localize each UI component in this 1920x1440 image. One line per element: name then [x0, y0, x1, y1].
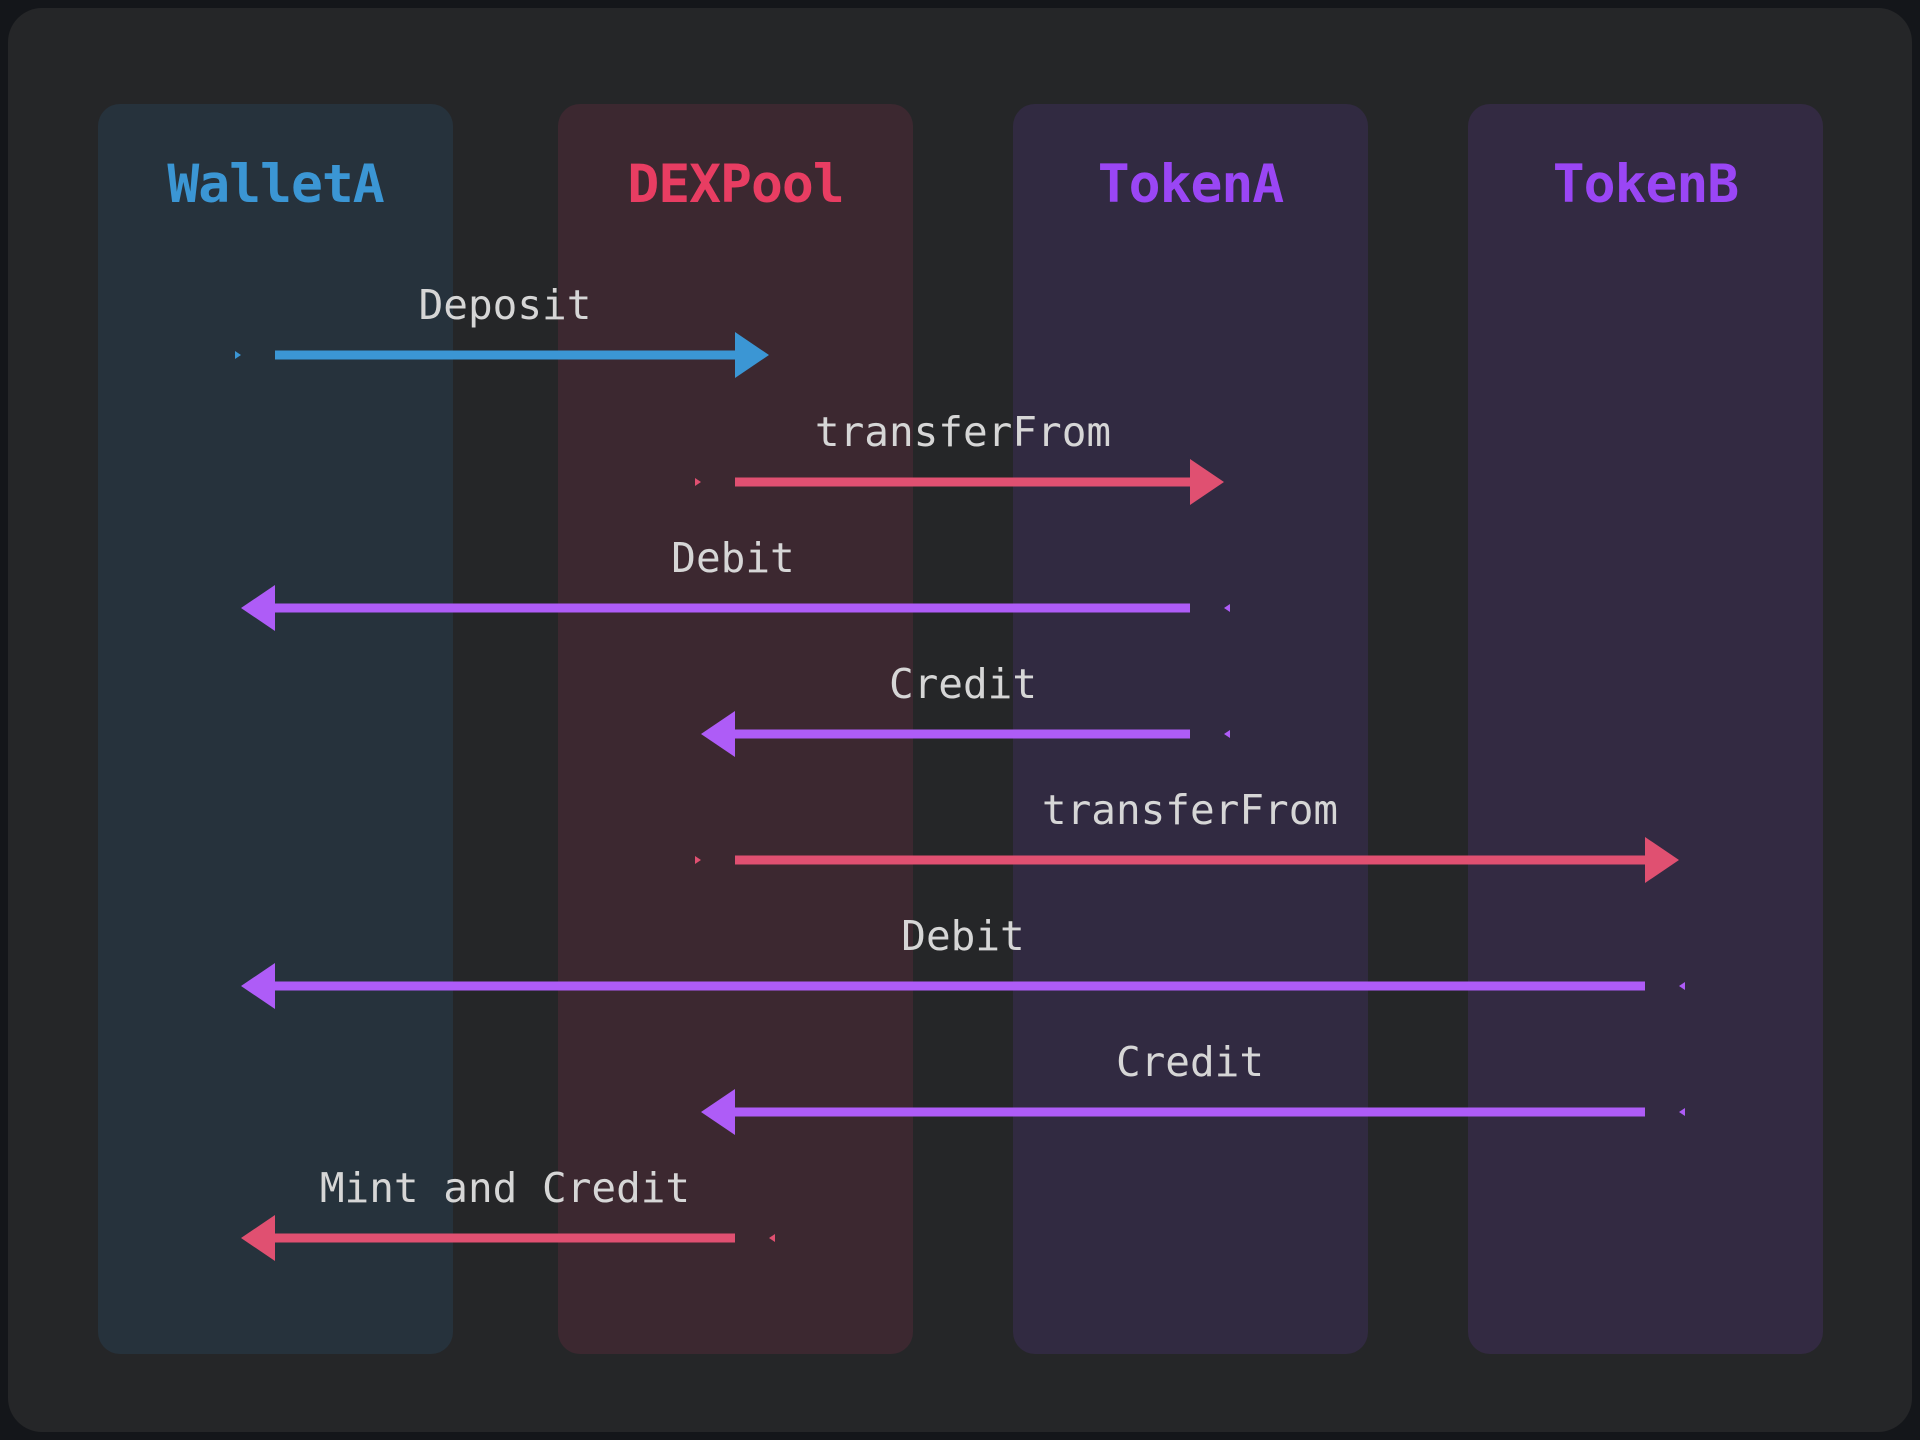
participant-label-walleta[interactable]: WalletA	[167, 154, 384, 215]
participant-band-dexpool	[558, 104, 913, 1354]
participant-label-tokenb[interactable]: TokenB	[1552, 154, 1739, 215]
participant-band-tokenb	[1468, 104, 1823, 1354]
participant-label-dexpool[interactable]: DEXPool	[627, 154, 844, 215]
participant-label-tokena[interactable]: TokenA	[1097, 154, 1284, 215]
participant-band-tokena	[1013, 104, 1368, 1354]
participant-band-walleta	[98, 104, 453, 1354]
